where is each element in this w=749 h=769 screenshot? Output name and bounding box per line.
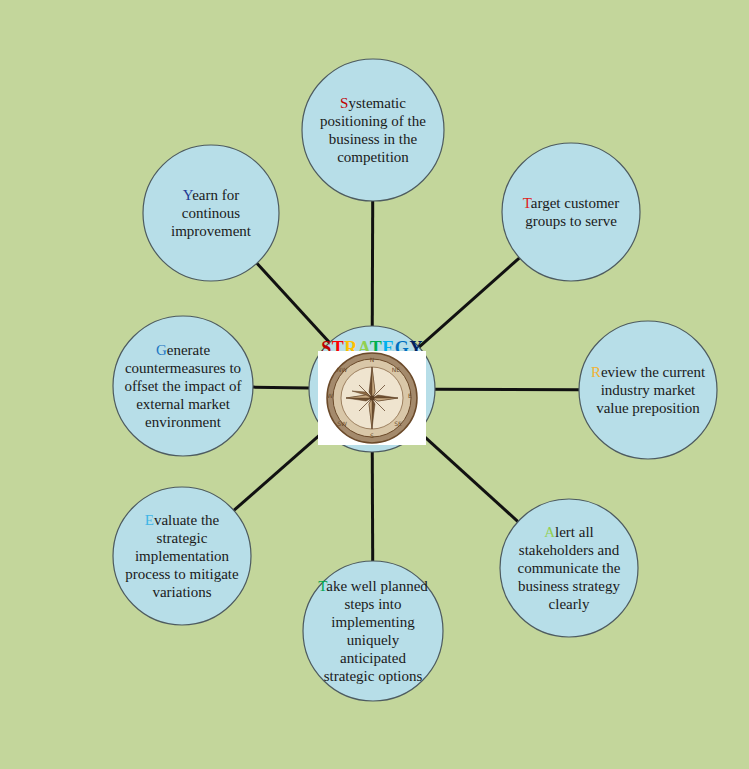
topic-text: Alert all stakeholders and communicate t… xyxy=(510,523,628,613)
compass-point: S xyxy=(370,432,374,439)
topic-circle: Evaluate the strategic implementation pr… xyxy=(112,486,252,626)
topic-text: Evaluate the strategic implementation pr… xyxy=(120,511,244,601)
spoke-line xyxy=(234,431,325,511)
topic-text: Take well planned steps into implementin… xyxy=(317,577,429,685)
spoke-line xyxy=(419,258,519,347)
topic-text: Yearn for continous improvement xyxy=(152,186,270,240)
topic-circle: Target customer groups to serve xyxy=(501,142,641,282)
circle-outline xyxy=(501,142,641,282)
topic-text: Target customer groups to serve xyxy=(515,194,627,230)
topic-text: Review the current industry market value… xyxy=(587,363,709,417)
compass-point: NW xyxy=(337,366,347,373)
topic-circle: Systematic positioning of the business i… xyxy=(301,58,445,202)
circle-outline xyxy=(301,58,445,202)
spoke-line xyxy=(419,431,518,521)
topic-text: Generate countermeasures to offset the i… xyxy=(119,341,247,431)
topic-circle: Alert all stakeholders and communicate t… xyxy=(499,498,639,638)
spoke-line xyxy=(435,388,579,392)
spoke-line xyxy=(371,201,374,326)
spoke-line xyxy=(257,263,330,342)
compass-point: SW xyxy=(337,420,347,427)
topic-circle: Yearn for continous improvement xyxy=(142,144,280,282)
topic-circle: Review the current industry market value… xyxy=(578,320,718,460)
compass-point: SE xyxy=(394,420,402,427)
spoke-line xyxy=(253,386,309,390)
spoke-line xyxy=(371,452,374,561)
topic-circle: Take well planned steps into implementin… xyxy=(302,560,444,702)
compass-point: E xyxy=(408,392,412,399)
compass-point: W xyxy=(327,392,333,399)
compass-point: NE xyxy=(392,366,400,373)
topic-circle: Generate countermeasures to offset the i… xyxy=(112,315,254,457)
topic-text: Systematic positioning of the business i… xyxy=(312,94,434,166)
compass-point: N xyxy=(370,356,375,363)
